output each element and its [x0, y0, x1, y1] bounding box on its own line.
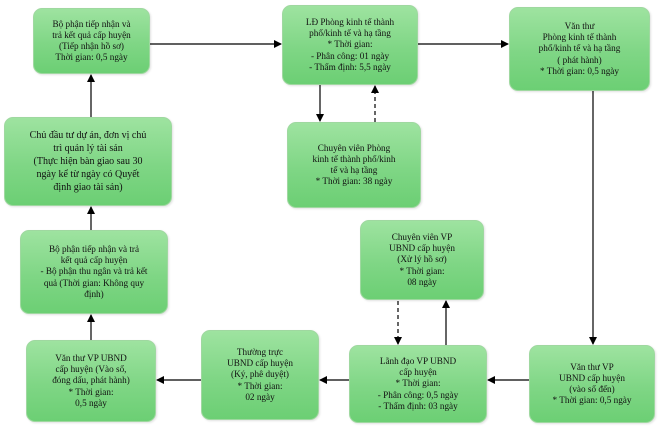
node-line: trả kết quả cấp huyện — [52, 29, 131, 40]
node-line: - Phân công: 01 ngày — [310, 50, 390, 61]
node-line: Thời gian: 0,5 ngày — [55, 52, 128, 63]
node-line: * Thời gian: — [237, 380, 283, 391]
node-line: (Tiếp nhận hồ sơ) — [58, 41, 124, 51]
node-line: Chuyên viên VP — [391, 231, 453, 242]
node-line: UBND cấp huyện — [559, 372, 625, 383]
node-line: * Thời gian: — [395, 378, 441, 389]
node-line: 0,5 ngày — [75, 397, 107, 408]
node-chuyen-vien-vp: Chuyên viên VP UBND cấp huyện (Xử lý hồ … — [360, 220, 484, 300]
node-line: * Thời gian: — [399, 265, 445, 276]
node-line: UBND cấp huyện — [389, 243, 455, 254]
node-line: ( phát hành) — [557, 54, 602, 65]
node-line: * Thời gian: — [68, 386, 114, 397]
node-lanh-dao-vp-ubnd: Lãnh đạo VP UBND cấp huyện * Thời gian: … — [349, 345, 487, 423]
node-line: cấp huyện (Vào sổ, — [55, 364, 127, 375]
node-ld-phong-kinh-te: LĐ Phòng kinh tế thành phố/kinh tế và hạ… — [282, 5, 418, 85]
node-line: Văn thư VP — [570, 361, 614, 372]
node-chu-dau-tu: Chủ đầu tư dự án, đơn vị chủ trì quản lý… — [4, 117, 172, 206]
node-line: Bộ phận tiếp nhận và — [52, 18, 131, 29]
node-line: - Thẩm định: 5,5 ngày — [309, 61, 391, 72]
node-line: 08 ngày — [407, 276, 437, 287]
node-line: LĐ Phòng kinh tế thành — [305, 16, 395, 27]
node-line: UBND cấp huyện — [227, 358, 293, 369]
node-line: Văn thư VP UBND — [55, 352, 127, 363]
node-line: 02 ngày — [245, 391, 275, 402]
node-line: - Thẩm định: 03 ngày — [378, 400, 458, 411]
node-line: - Phân công: 0,5 ngày — [377, 389, 459, 400]
node-line: (Xử lý hồ sơ) — [397, 254, 447, 265]
node-line: * Thời gian: 0,5 ngày — [540, 65, 619, 76]
node-line: Văn thư — [564, 20, 595, 31]
node-van-thu-phong-kinh-te: Văn thư Phòng kinh tế thành phố/kinh tế … — [509, 7, 650, 91]
node-line: - Bộ phận thu ngân và trả kết — [40, 266, 148, 277]
node-bo-phan-tra-ket-qua: Bộ phận tiếp nhận và trả kết quả cấp huy… — [20, 230, 168, 314]
node-line: phố/kinh tế và hạ tầng — [309, 28, 391, 39]
node-van-thu-vp-ubnd: Văn thư VP UBND cấp huyện (Vào sổ, đóng … — [26, 340, 156, 422]
node-line: (Thực hiện bàn giao sau 30 — [33, 156, 143, 167]
node-line: đóng dấu, phát hành) — [52, 375, 130, 386]
node-tiep-nhan-ho-so: Bộ phận tiếp nhận và trả kết quả cấp huy… — [33, 8, 150, 74]
node-line: Bộ phận tiếp nhận và trả — [48, 243, 140, 254]
node-line: định) — [84, 288, 104, 299]
node-line: phố/kinh tế và hạ tầng — [538, 43, 621, 54]
node-line: Phòng kinh tế thành — [542, 32, 617, 43]
node-chuyen-vien-phong: Chuyên viên Phòng kinh tế thành phố/kinh… — [287, 122, 421, 208]
node-line: Chuyên viên Phòng — [317, 142, 391, 153]
node-line: (Ký, phê duyệt) — [231, 369, 289, 380]
node-line: (vào sổ đến) — [569, 384, 615, 394]
node-line: quả (Thời gian: Không quy — [43, 277, 145, 288]
node-line: trì quản lý tài sản — [53, 143, 123, 154]
node-line: ngày kể từ ngày có Quyết — [36, 169, 140, 180]
node-line: * Thời gian: 38 ngày — [315, 176, 393, 187]
node-line: * Thời gian: 0,5 ngày — [552, 395, 632, 406]
node-line: tế và hạ tầng — [330, 165, 378, 175]
node-van-thu-vp-vao-so: Văn thư VP UBND cấp huyện (vào sổ đến) *… — [529, 345, 655, 423]
node-line: kinh tế thành phố/kinh — [312, 153, 396, 164]
node-line: kết quả cấp huyện — [60, 255, 128, 266]
node-line: cấp huyện — [399, 367, 437, 378]
node-line: định giao tài sản) — [53, 182, 123, 193]
node-thuong-truc-ubnd: Thường trực UBND cấp huyện (Ký, phê duyệ… — [201, 330, 319, 420]
node-line: Thường trực — [236, 346, 284, 357]
node-line: * Thời gian: — [327, 39, 373, 50]
node-line: Lãnh đạo VP UBND — [379, 355, 457, 366]
node-line: Chủ đầu tư dự án, đơn vị chủ — [29, 130, 147, 141]
